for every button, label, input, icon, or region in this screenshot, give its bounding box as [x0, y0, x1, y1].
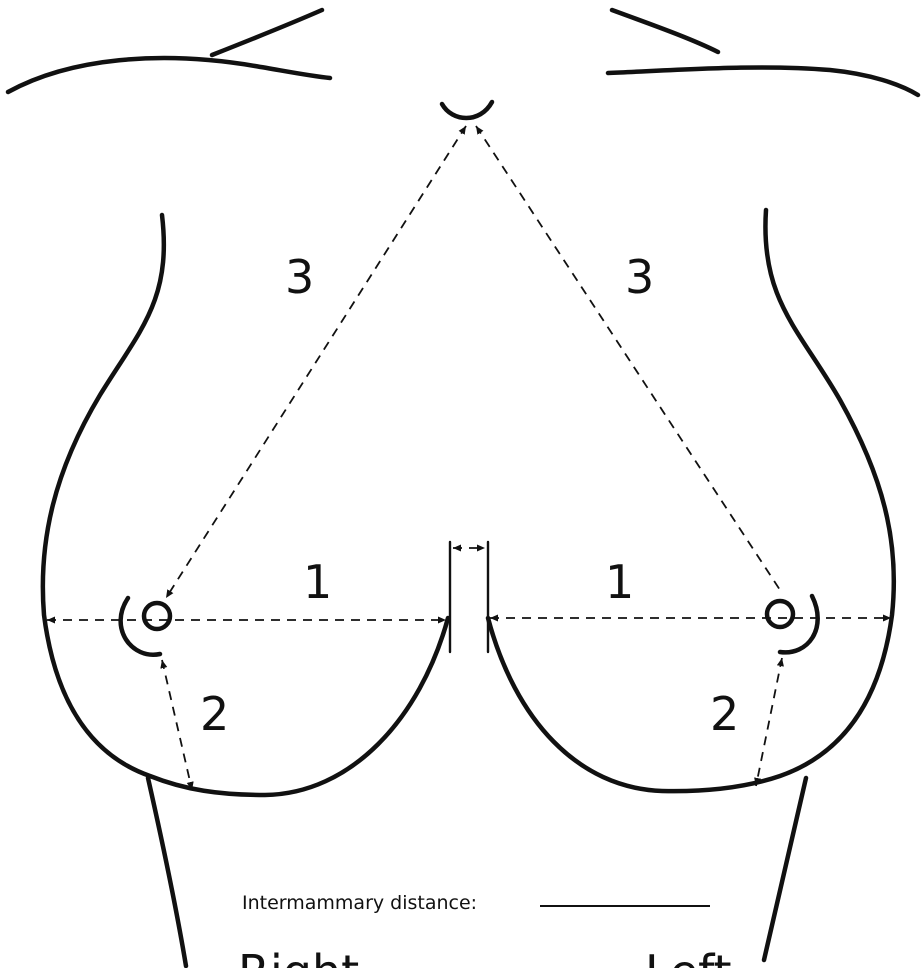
left-side-label: Left — [645, 945, 732, 968]
right-label-3: 3 — [285, 250, 314, 304]
right-nipple — [144, 603, 170, 629]
left-label-2: 2 — [710, 687, 739, 741]
left-measure-2-arrow — [756, 658, 782, 786]
left-label-1: 1 — [605, 555, 634, 609]
right-shoulder-line — [8, 58, 330, 92]
right-side-label: Right — [238, 945, 359, 968]
right-label-1: 1 — [303, 555, 332, 609]
left-label-3: 3 — [625, 250, 654, 304]
right-torso-line — [148, 778, 186, 966]
right-label-2: 2 — [200, 687, 229, 741]
right-measure-2-arrow — [162, 660, 192, 790]
intermammary-caption: Intermammary distance: — [242, 892, 477, 914]
left-breast-outline — [488, 210, 894, 791]
right-clavicle-line — [212, 10, 322, 55]
left-shoulder-line — [608, 67, 918, 95]
left-nipple — [767, 601, 793, 627]
right-breast-outline — [43, 215, 448, 795]
left-torso-line — [764, 778, 806, 960]
right-measure-3-arrow — [166, 126, 466, 598]
left-clavicle-line — [612, 10, 718, 52]
sternal-notch — [442, 102, 492, 118]
left-measure-3-arrow — [476, 126, 780, 590]
